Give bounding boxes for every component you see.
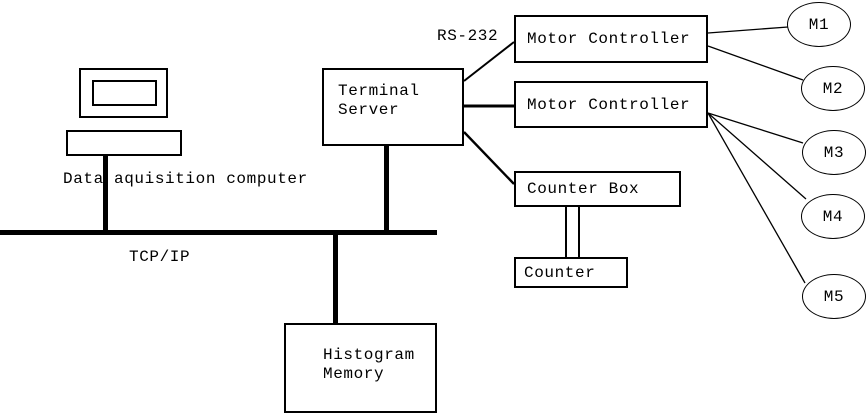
wire-motor2-to-m3 [707,112,804,144]
wire-terminal-to-counterbox [463,131,515,185]
wire-bus-to-histogram [333,235,338,323]
motor-m3-node: M3 [802,130,866,175]
motor-m4-node: M4 [801,194,865,239]
terminal-server-label-line2: Server [338,101,400,119]
terminal-server-label-line1: Terminal [338,82,420,100]
counter-label: Counter [524,263,596,282]
histogram-memory-box: Histogram Memory [284,323,437,413]
wire-terminal-to-bus [384,146,389,230]
motor-m2-node: M2 [801,66,865,111]
motor-controller-1-label: Motor Controller [527,30,691,48]
serial-protocol-label: RS-232 [437,27,499,45]
tcpip-bus-line [0,230,437,235]
wire-motor1-to-m2 [707,45,804,81]
counter-box: Counter [514,257,628,288]
computer-keyboard-icon [66,130,182,156]
counter-box-box: Counter Box [514,171,681,207]
motor-controller-1-box: Motor Controller [514,15,708,63]
computer-screen-icon [92,80,157,106]
wire-motor2-to-m4 [707,112,807,200]
motor-m5-node: M5 [802,274,866,319]
wire-motor2-to-m5 [707,112,806,284]
histogram-memory-label-line1: Histogram [323,346,415,364]
bus-label: TCP/IP [129,248,191,266]
counter-box-label: Counter Box [527,180,640,198]
terminal-server-box: Terminal Server [322,68,464,146]
wire-computer-to-bus [103,156,108,230]
motor-m1-node: M1 [787,2,851,47]
motor-controller-2-label: Motor Controller [527,95,691,114]
histogram-memory-label-line2: Memory [323,365,385,383]
wire-motor1-to-m1 [707,26,789,34]
wire-terminal-to-motor1 [463,41,515,82]
computer-label: Data aquisition computer [63,170,308,188]
motor-controller-2-box: Motor Controller [514,81,708,128]
